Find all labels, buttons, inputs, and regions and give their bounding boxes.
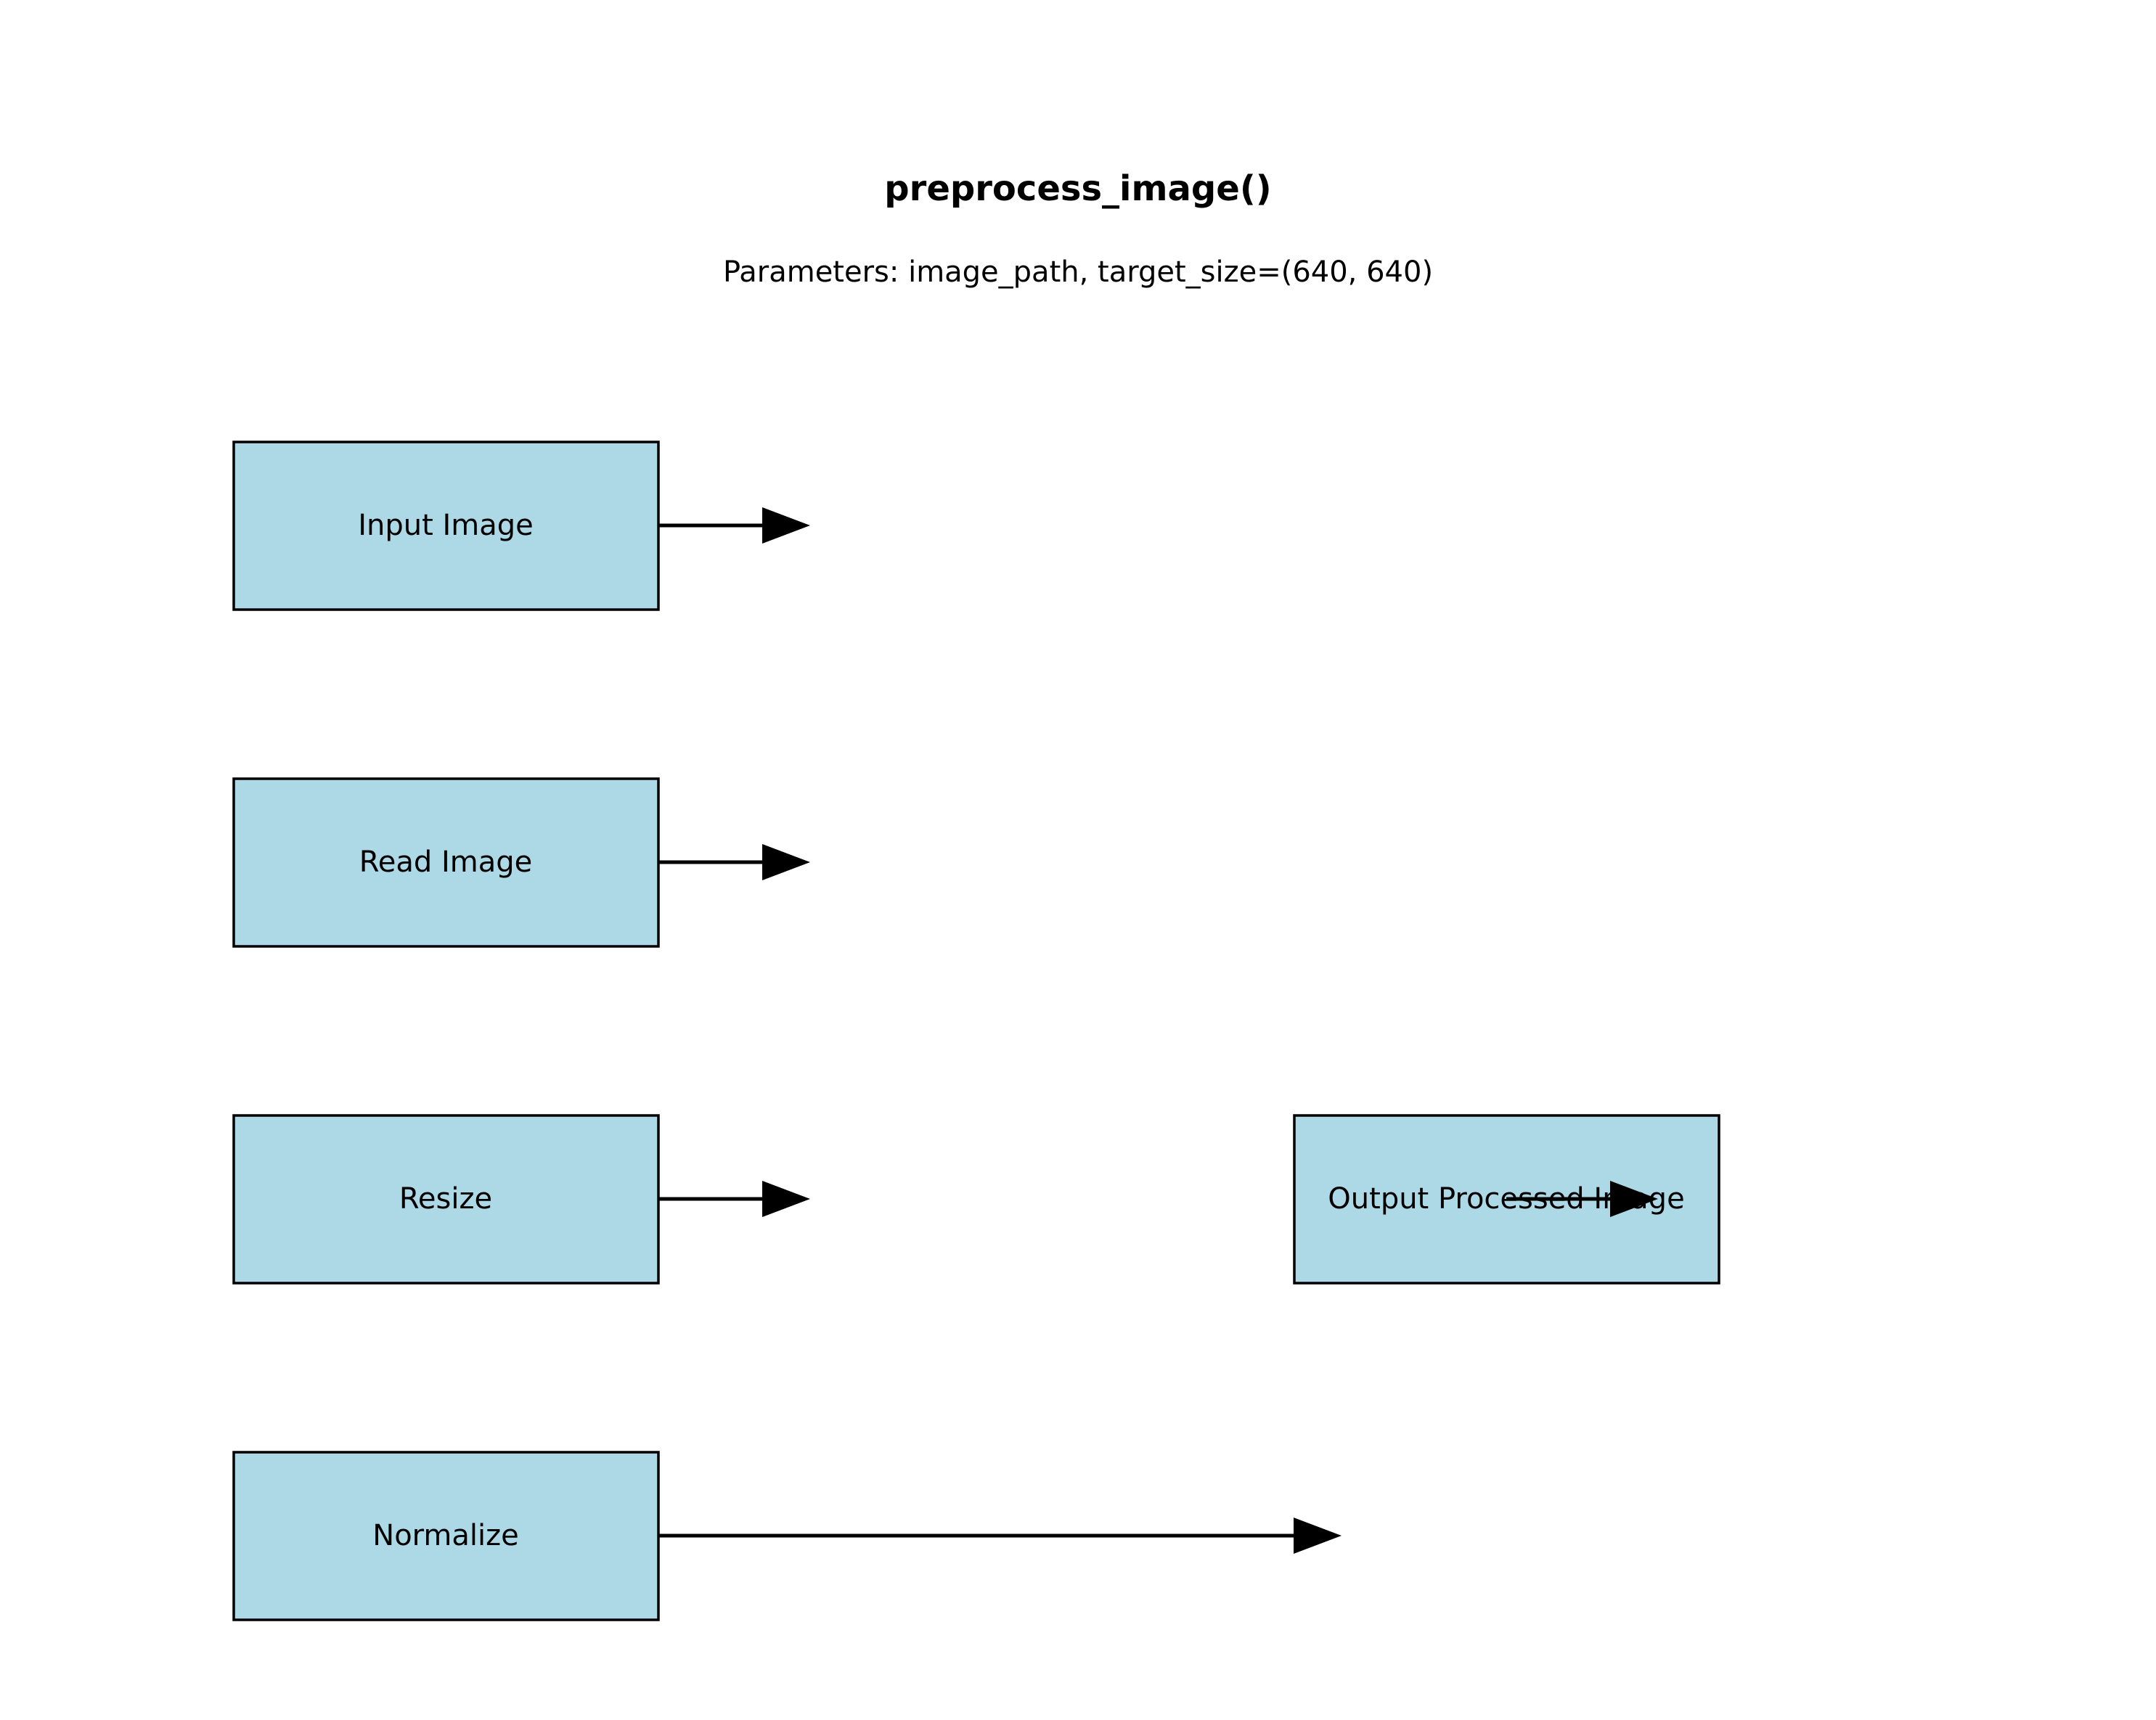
arrow-input-image	[658, 507, 810, 544]
step-box-resize-rect	[232, 1114, 660, 1285]
step-box-input-image: Input Image	[232, 441, 660, 611]
step-box-read-image-rect	[232, 777, 660, 948]
step-box-resize: Resize	[232, 1114, 660, 1285]
diagram-subtitle: Parameters: image_path, target_size=(640…	[723, 255, 1433, 289]
step-label-read-image: Read Image	[359, 845, 533, 879]
step-label-resize: Resize	[399, 1182, 492, 1216]
arrow-read-image	[658, 844, 810, 880]
step-box-input-image-rect	[232, 441, 660, 611]
step-box-read-image: Read Image	[232, 777, 660, 948]
arrow-resize	[658, 1181, 810, 1217]
step-label-normalize: Normalize	[372, 1519, 518, 1552]
step-label-input-image: Input Image	[358, 509, 534, 542]
arrow-output-processed-image	[1506, 1181, 1658, 1217]
arrow-normalize	[658, 1518, 1342, 1554]
step-box-normalize: Normalize	[232, 1451, 660, 1621]
diagram-title: preprocess_image()	[884, 168, 1271, 209]
step-box-normalize-rect	[232, 1451, 660, 1621]
